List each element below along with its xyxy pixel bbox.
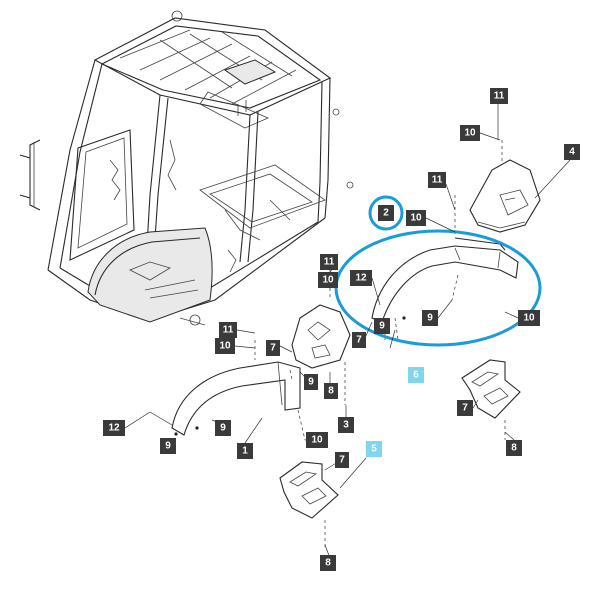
svg-text:8: 8 xyxy=(328,386,334,397)
svg-text:7: 7 xyxy=(339,455,345,466)
callout-10: 10 xyxy=(518,310,540,326)
svg-text:4: 4 xyxy=(569,147,575,158)
callout-12: 12 xyxy=(103,420,125,436)
callout-10: 10 xyxy=(318,272,338,288)
svg-text:10: 10 xyxy=(219,341,231,352)
callout-4: 4 xyxy=(564,144,580,160)
svg-text:10: 10 xyxy=(464,128,476,139)
svg-text:5: 5 xyxy=(371,444,377,455)
callout-11: 11 xyxy=(490,88,508,104)
callout-5: 5 xyxy=(366,441,382,457)
callout-3: 3 xyxy=(338,417,354,433)
svg-text:12: 12 xyxy=(108,423,120,434)
callout-10: 10 xyxy=(460,125,480,141)
callout-labels: 11 10 4 11 2 10 11 10 12 9 10 7 9 11 10 … xyxy=(103,88,580,571)
svg-text:12: 12 xyxy=(355,273,367,284)
callout-9: 9 xyxy=(304,374,318,390)
svg-text:11: 11 xyxy=(494,91,505,102)
part-1-fender xyxy=(171,340,306,441)
svg-text:11: 11 xyxy=(324,257,335,268)
svg-text:3: 3 xyxy=(343,420,349,431)
cab-frame xyxy=(19,10,354,326)
callout-7: 7 xyxy=(457,400,473,416)
callout-2: 2 xyxy=(378,205,394,221)
svg-text:6: 6 xyxy=(413,370,419,381)
callout-9: 9 xyxy=(160,438,176,454)
callout-7: 7 xyxy=(352,332,366,348)
svg-text:7: 7 xyxy=(270,343,276,354)
svg-text:10: 10 xyxy=(322,275,334,286)
part-4-bracket xyxy=(454,140,541,235)
svg-text:10: 10 xyxy=(523,313,535,324)
svg-text:10: 10 xyxy=(410,213,422,224)
callout-12: 12 xyxy=(350,270,372,286)
part-3-bracket xyxy=(291,270,351,405)
svg-text:1: 1 xyxy=(242,446,248,457)
svg-text:7: 7 xyxy=(356,335,362,346)
svg-text:10: 10 xyxy=(311,435,323,446)
callout-8: 8 xyxy=(320,555,336,571)
svg-text:9: 9 xyxy=(308,377,314,388)
callout-11: 11 xyxy=(219,322,237,338)
svg-text:8: 8 xyxy=(511,443,517,454)
svg-text:9: 9 xyxy=(379,321,385,332)
callout-10: 10 xyxy=(215,338,235,354)
highlight-ring-callout-2 xyxy=(368,195,404,231)
svg-text:11: 11 xyxy=(432,175,443,186)
svg-text:2: 2 xyxy=(383,208,389,219)
callout-1: 1 xyxy=(237,443,253,459)
callout-6: 6 xyxy=(408,367,424,383)
highlight-ring-fender xyxy=(334,229,542,347)
svg-text:9: 9 xyxy=(220,423,226,434)
part-5-bracket xyxy=(279,461,339,550)
svg-text:11: 11 xyxy=(223,325,234,336)
callout-8: 8 xyxy=(506,440,522,456)
callout-9: 9 xyxy=(422,310,438,326)
callout-11: 11 xyxy=(320,254,338,270)
callout-10: 10 xyxy=(406,210,426,226)
callout-9: 9 xyxy=(374,318,390,334)
callout-7: 7 xyxy=(266,340,280,356)
svg-text:9: 9 xyxy=(427,313,433,324)
callout-11: 11 xyxy=(428,172,446,188)
callout-9: 9 xyxy=(215,420,231,436)
svg-text:9: 9 xyxy=(165,441,171,452)
part-2-fender xyxy=(371,237,519,341)
callout-10: 10 xyxy=(306,432,328,448)
part-6-bracket xyxy=(461,359,521,440)
svg-text:8: 8 xyxy=(325,558,331,569)
callout-7: 7 xyxy=(335,452,349,468)
callout-8: 8 xyxy=(324,383,338,399)
svg-text:7: 7 xyxy=(462,403,468,414)
